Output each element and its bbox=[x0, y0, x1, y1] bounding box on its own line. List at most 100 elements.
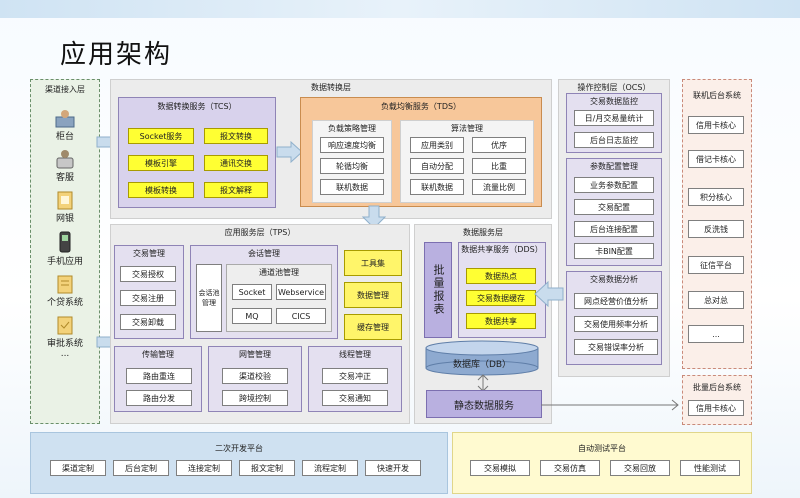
ocs-volume-stats: 日/月交易量统计 bbox=[574, 110, 654, 126]
trade-unload: 交易卸载 bbox=[120, 314, 176, 330]
mobile-phone-icon bbox=[59, 231, 71, 253]
tds-title: 负载均衡服务（TDS） bbox=[380, 102, 462, 111]
ocs-monitor-title: 交易数据监控 bbox=[590, 97, 638, 106]
ocs-config-title: 参数配置管理 bbox=[590, 162, 638, 171]
pool-socket: Socket bbox=[232, 284, 272, 300]
static-data-service: 静态数据服务 bbox=[426, 390, 542, 418]
session-pool: 会话池管理 bbox=[196, 264, 222, 332]
data-service-title: 数据服务层 bbox=[463, 228, 503, 237]
database-cylinder-icon bbox=[425, 340, 539, 376]
tds-algo-online-data: 联机数据 bbox=[410, 179, 464, 195]
channel-label-ebank: 网银 bbox=[55, 214, 74, 224]
channel-layer: 渠道接入层 柜台 客服 网银 手机应用 个贷系统 审批系统 ... bbox=[30, 79, 100, 424]
channel-label-approval: 审批系统 bbox=[46, 339, 83, 349]
trade-authorize: 交易授权 bbox=[120, 266, 176, 282]
backend-debit-core: 借记卡核心 bbox=[688, 150, 744, 168]
route-reconnect: 路由重连 bbox=[126, 368, 192, 384]
backend-points-core: 积分核心 bbox=[688, 188, 744, 206]
tds-algo-auto-assign: 自动分配 bbox=[410, 158, 464, 174]
channel-label-loan: 个贷系统 bbox=[46, 298, 83, 308]
cross-border-control: 跨境控制 bbox=[222, 390, 288, 406]
tds-strategy-title: 负载策略管理 bbox=[328, 124, 376, 133]
tcs-template-engine: 模板引擎 bbox=[128, 155, 194, 171]
ocs-title: 操作控制层（OCS） bbox=[577, 83, 651, 92]
test-emulate: 交易仿真 bbox=[540, 460, 600, 476]
dev-rapid-dev: 快速开发 bbox=[365, 460, 421, 476]
channel-item-service: 客服 bbox=[31, 148, 99, 183]
header-band bbox=[0, 0, 800, 18]
tds-algo-app-type: 应用类别 bbox=[410, 137, 464, 153]
ocs-backend-connect: 后台连接配置 bbox=[574, 221, 654, 237]
trade-register: 交易注册 bbox=[120, 290, 176, 306]
page-title: 应用架构 bbox=[60, 40, 173, 70]
dev-message-custom: 报文定制 bbox=[239, 460, 295, 476]
ocs-trade-config: 交易配置 bbox=[574, 199, 654, 215]
tps-cache-mgmt: 缓存管理 bbox=[344, 314, 402, 340]
tds-algo-title: 算法管理 bbox=[451, 124, 483, 133]
tps-data-mgmt: 数据管理 bbox=[344, 282, 402, 308]
tcs-socket-service: Socket服务 bbox=[128, 128, 194, 144]
channel-item-loan: 个贷系统 bbox=[31, 273, 99, 308]
dev-platform-title: 二次开发平台 bbox=[215, 444, 263, 453]
static-to-batch-arrow bbox=[541, 399, 679, 411]
dds-cache: 交易数据缓存 bbox=[466, 290, 536, 306]
tps-toolset: 工具集 bbox=[344, 250, 402, 276]
channel-check: 渠道校验 bbox=[222, 368, 288, 384]
data-conversion-title: 数据转换层 bbox=[311, 83, 351, 92]
channel-item-mobile: 手机应用 bbox=[31, 230, 99, 267]
ocs-cardbin-config: 卡BIN配置 bbox=[574, 243, 654, 259]
channel-pool-title: 通道池管理 bbox=[259, 268, 299, 277]
channel-label-service: 客服 bbox=[55, 173, 74, 183]
channel-label-more: ... bbox=[60, 349, 70, 359]
ocs-log-monitor: 后台日志监控 bbox=[574, 132, 654, 148]
tcs-message-parse: 报文解释 bbox=[204, 182, 268, 198]
batch-backend-title: 批量后台系统 bbox=[693, 383, 741, 392]
ocs-analysis-title: 交易数据分析 bbox=[590, 275, 638, 284]
ocs-to-dds-arrow bbox=[534, 281, 564, 307]
phone-icon bbox=[56, 150, 74, 169]
trade-reversal: 交易冲正 bbox=[322, 368, 388, 384]
channel-item-approval: 审批系统 ... bbox=[31, 314, 99, 359]
dds-hotspot: 数据热点 bbox=[466, 268, 536, 284]
batch-report: 批量报表 bbox=[424, 242, 452, 338]
tds-algo-weight: 比重 bbox=[472, 158, 526, 174]
dev-flow-custom: 流程定制 bbox=[302, 460, 358, 476]
tds-online-data: 联机数据 bbox=[320, 179, 384, 195]
database-label: 数据库（DB） bbox=[452, 360, 512, 370]
ocs-business-param: 业务参数配置 bbox=[574, 177, 654, 193]
test-replay: 交易回放 bbox=[610, 460, 670, 476]
tds-round-robin: 轮循均衡 bbox=[320, 158, 384, 174]
test-platform-title: 自动测试平台 bbox=[578, 444, 626, 453]
transfer-mgmt-title: 传输管理 bbox=[142, 350, 174, 359]
folder-icon bbox=[57, 191, 73, 210]
trade-notify: 交易通知 bbox=[322, 390, 388, 406]
dds-title: 数据共享服务（DDS） bbox=[461, 245, 543, 254]
tcs-comm-exchange: 通讯交换 bbox=[204, 155, 268, 171]
ocs-outlet-value: 网点经营价值分析 bbox=[574, 293, 658, 309]
tcs-template-convert: 模板转换 bbox=[128, 182, 194, 198]
gateway-mgmt-title: 网管管理 bbox=[239, 350, 271, 359]
dev-channel-custom: 渠道定制 bbox=[50, 460, 106, 476]
route-dispatch: 路由分发 bbox=[126, 390, 192, 406]
batch-credit-core: 信用卡核心 bbox=[688, 400, 744, 416]
counter-icon bbox=[55, 110, 75, 128]
tcs-to-tds-arrow bbox=[276, 141, 303, 163]
online-backend-title: 联机后台系统 bbox=[693, 91, 741, 100]
backend-aml: 反洗钱 bbox=[688, 220, 744, 238]
ocs-usage-frequency: 交易使用频率分析 bbox=[574, 316, 658, 332]
channel-item-counter: 柜台 bbox=[31, 109, 99, 142]
tps-title: 应用服务层（TPS） bbox=[224, 228, 296, 237]
session-mgmt-title: 会话管理 bbox=[248, 249, 280, 258]
channel-layer-title: 渠道接入层 bbox=[45, 85, 85, 94]
tcs-title: 数据转换服务（TCS） bbox=[157, 102, 237, 111]
tds-response-balance: 响应速度均衡 bbox=[320, 137, 384, 153]
test-performance: 性能测试 bbox=[680, 460, 740, 476]
document-icon bbox=[57, 275, 73, 294]
backend-credit-core: 信用卡核心 bbox=[688, 116, 744, 134]
ocs-error-rate: 交易错误率分析 bbox=[574, 339, 658, 355]
channel-label-mobile: 手机应用 bbox=[46, 257, 83, 267]
tds-algo-priority: 优序 bbox=[472, 137, 526, 153]
test-simulate: 交易模拟 bbox=[470, 460, 530, 476]
thread-mgmt-title: 线程管理 bbox=[339, 350, 371, 359]
dds-share: 数据共享 bbox=[466, 313, 536, 329]
